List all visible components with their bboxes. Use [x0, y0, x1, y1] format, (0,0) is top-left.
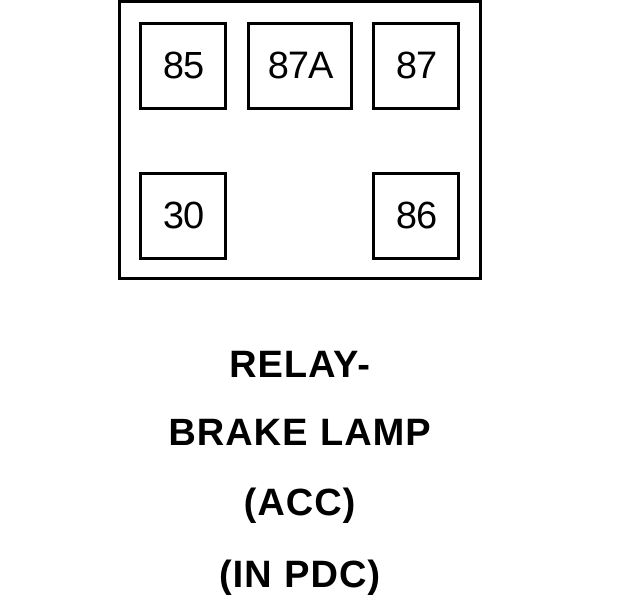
caption-line-in-pdc: (IN PDC) — [218, 554, 382, 596]
caption-line-acc: (ACC) — [243, 482, 357, 524]
terminal-87a: 87A — [247, 22, 353, 110]
terminal-30: 30 — [139, 172, 227, 260]
terminal-86: 86 — [372, 172, 460, 260]
terminal-85: 85 — [139, 22, 227, 110]
terminal-87: 87 — [372, 22, 460, 110]
relay-body — [118, 0, 482, 280]
caption-line-brake-lamp: BRAKE LAMP — [168, 412, 432, 454]
caption-line-relay: RELAY- — [229, 344, 371, 386]
